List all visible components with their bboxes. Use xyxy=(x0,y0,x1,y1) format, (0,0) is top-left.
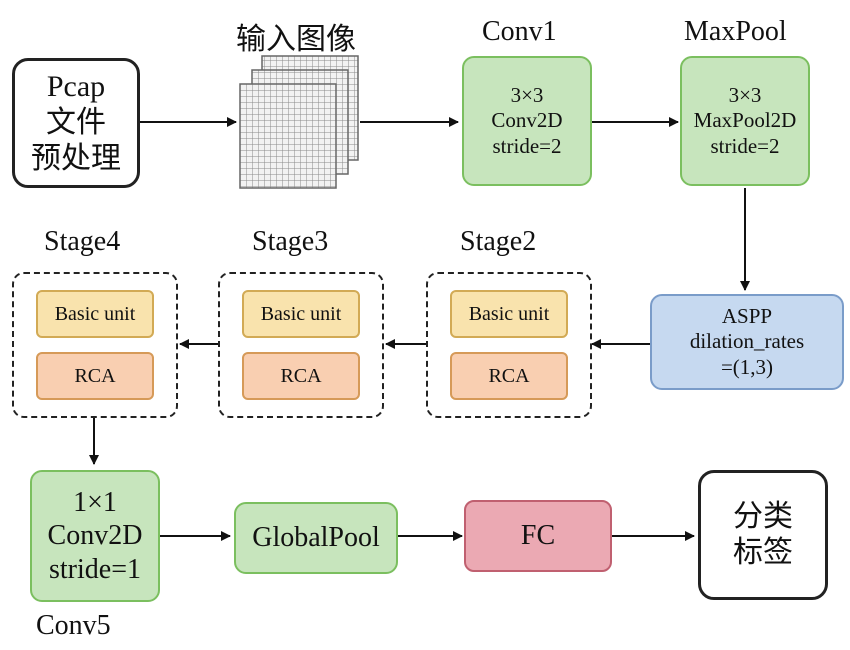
stage4-rca: RCA xyxy=(36,352,154,400)
stage4-title: Stage4 xyxy=(44,226,121,257)
class-label-output-box: 分类 标签 xyxy=(698,470,828,600)
stage2-title: Stage2 xyxy=(460,226,537,257)
stage2-group: Basic unit RCA xyxy=(426,272,592,418)
conv1-title: Conv1 xyxy=(482,16,557,47)
stage3-basic-unit-label: Basic unit xyxy=(260,303,342,325)
output-line-2: 标签 xyxy=(733,536,793,569)
globalpool-label: GlobalPool xyxy=(252,522,380,554)
conv5-line-1: 1×1 xyxy=(73,486,117,518)
globalpool-box: GlobalPool xyxy=(234,502,398,574)
stage4-basic-unit: Basic unit xyxy=(36,290,154,338)
maxpool-line-3: stride=2 xyxy=(710,133,780,158)
stage4-group: Basic unit RCA xyxy=(12,272,178,418)
conv5-box: 1×1 Conv2D stride=1 xyxy=(30,470,160,602)
aspp-line-2: dilation_rates xyxy=(689,329,805,354)
conv5-title: Conv5 xyxy=(36,610,111,641)
stage3-rca-label: RCA xyxy=(280,365,322,387)
pcap-line-3: 预处理 xyxy=(31,142,121,175)
stage4-rca-label: RCA xyxy=(74,365,116,387)
maxpool-line-2: MaxPool2D xyxy=(693,108,797,133)
conv5-line-3: stride=1 xyxy=(49,553,141,585)
stage3-title: Stage3 xyxy=(252,226,329,257)
output-line-1: 分类 xyxy=(733,500,793,533)
conv1-line-3: stride=2 xyxy=(492,133,562,158)
input-image-label: 输入图像 xyxy=(236,23,356,56)
stage2-basic-unit: Basic unit xyxy=(450,290,568,338)
conv1-line-2: Conv2D xyxy=(491,108,563,133)
pcap-line-1: Pcap xyxy=(46,70,106,103)
stage3-rca: RCA xyxy=(242,352,360,400)
stage2-basic-unit-label: Basic unit xyxy=(468,303,550,325)
input-image-stack-icon xyxy=(239,55,359,189)
pcap-preprocess-box: Pcap 文件 预处理 xyxy=(12,58,140,188)
conv1-box: 3×3 Conv2D stride=2 xyxy=(462,56,592,186)
fc-label: FC xyxy=(520,520,556,552)
aspp-line-3: =(1,3) xyxy=(720,354,774,379)
stage3-basic-unit: Basic unit xyxy=(242,290,360,338)
stage4-basic-unit-label: Basic unit xyxy=(54,303,136,325)
conv5-line-2: Conv2D xyxy=(47,520,143,552)
conv1-line-1: 3×3 xyxy=(510,83,544,108)
fc-box: FC xyxy=(464,500,612,572)
maxpool-line-1: 3×3 xyxy=(728,83,762,108)
aspp-line-1: ASPP xyxy=(721,304,773,329)
maxpool-box: 3×3 MaxPool2D stride=2 xyxy=(680,56,810,186)
maxpool-title: MaxPool xyxy=(684,16,787,47)
aspp-box: ASPP dilation_rates =(1,3) xyxy=(650,294,844,390)
stage3-group: Basic unit RCA xyxy=(218,272,384,418)
pcap-line-2: 文件 xyxy=(46,106,106,139)
stage2-rca: RCA xyxy=(450,352,568,400)
stage2-rca-label: RCA xyxy=(488,365,530,387)
